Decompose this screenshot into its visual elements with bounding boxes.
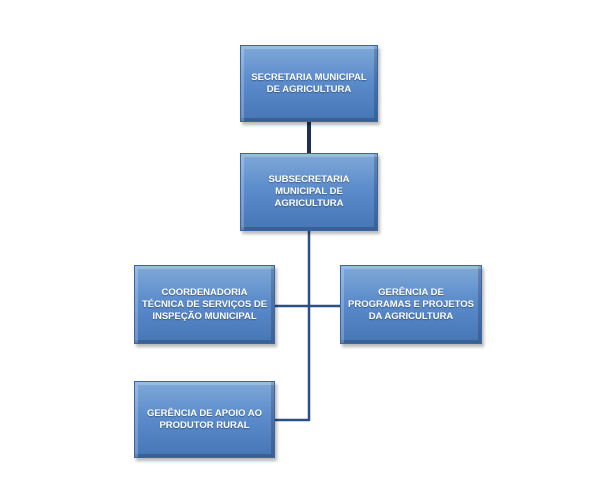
node-programas-label: GERÊNCIA DE PROGRAMAS E PROJETOS DA AGRI… (348, 286, 474, 322)
node-gerencia-apoio: GERÊNCIA DE APOIO AO PRODUTOR RURAL (134, 381, 275, 458)
node-apoio-label: GERÊNCIA DE APOIO AO PRODUTOR RURAL (146, 407, 263, 431)
node-secretaria-label: SECRETARIA MUNICIPAL DE AGRICULTURA (251, 71, 367, 95)
node-subsecretaria-label: SUBSECRETARIA MUNICIPAL DE AGRICULTURA (268, 174, 350, 209)
node-coordenadoria-tecnica: COORDENADORIA TÉCNICA DE SERVIÇOS DE INS… (134, 265, 275, 344)
node-gerencia-programas: GERÊNCIA DE PROGRAMAS E PROJETOS DA AGRI… (340, 265, 482, 344)
node-secretaria-municipal: SECRETARIA MUNICIPAL DE AGRICULTURA (240, 45, 378, 122)
node-coordenadoria-label: COORDENADORIA TÉCNICA DE SERVIÇOS DE INS… (141, 286, 268, 322)
node-subsecretaria-municipal: SUBSECRETARIA MUNICIPAL DE AGRICULTURA (240, 153, 378, 231)
